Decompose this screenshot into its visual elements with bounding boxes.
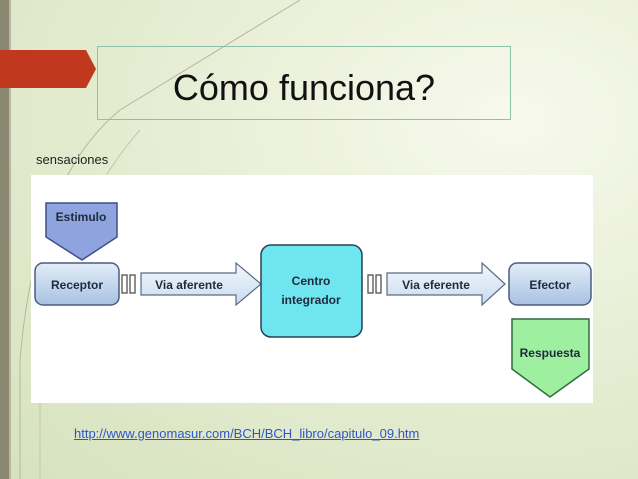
respuesta-label: Respuesta [520, 346, 581, 360]
estimulo-node: Estimulo [45, 202, 118, 261]
via-aferente-arrow: Via aferente [140, 261, 262, 307]
connector-bars-1 [121, 274, 136, 294]
left-decorative-bar [0, 0, 9, 479]
via-eferente-label: Via eferente [402, 278, 470, 292]
centro-label-line1: Centro [292, 274, 331, 288]
red-tab-accent [0, 50, 96, 88]
estimulo-label: Estimulo [56, 210, 107, 224]
source-link[interactable]: http://www.genomasur.com/BCH/BCH_libro/c… [74, 426, 420, 441]
centro-integrador-node: Centro integrador [260, 244, 363, 338]
left-decorative-stripe [9, 0, 11, 479]
subtitle-sensaciones: sensaciones [36, 152, 109, 167]
slide-title: Cómo funciona? [172, 67, 436, 108]
receptor-node: Receptor [34, 262, 120, 306]
connector-bars-2 [367, 274, 382, 294]
via-eferente-arrow: Via eferente [386, 261, 506, 307]
respuesta-node: Respuesta [511, 318, 590, 398]
efector-label: Efector [529, 278, 571, 292]
via-aferente-label: Via aferente [155, 278, 223, 292]
flow-diagram: Estimulo Receptor Via aferente Centro in… [31, 175, 593, 403]
receptor-label: Receptor [51, 278, 103, 292]
title-box: Cómo funciona? [97, 46, 511, 120]
efector-node: Efector [508, 262, 592, 306]
centro-label-line2: integrador [281, 293, 341, 307]
